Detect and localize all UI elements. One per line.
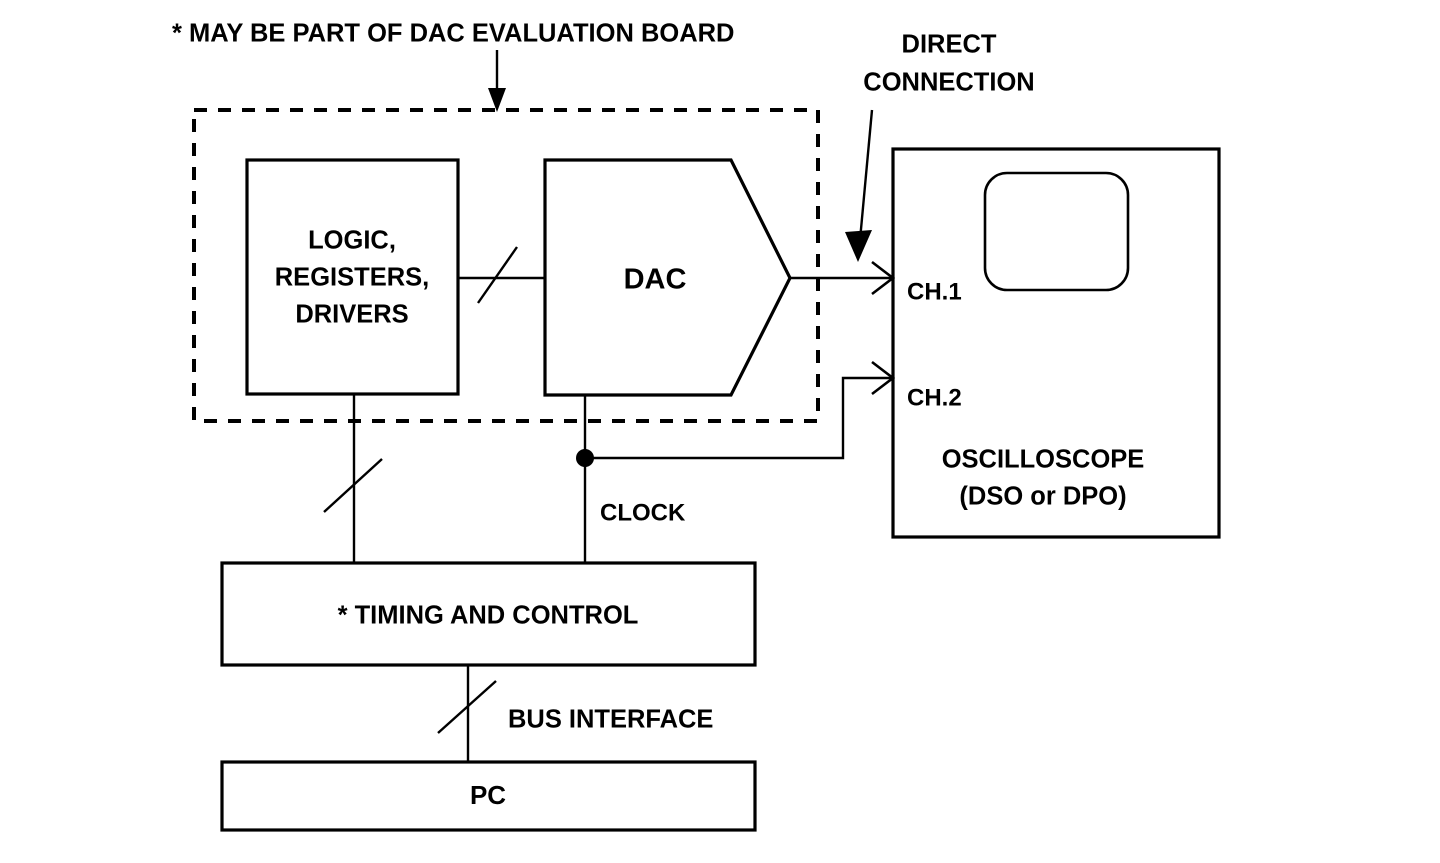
direct-connection-label-line1: DIRECT (902, 31, 997, 59)
logic-to-timing-bus-wire (323, 394, 383, 563)
direct-connection-pointer-arrow (845, 109, 874, 262)
timing-and-control-label: * TIMING AND CONTROL (338, 602, 639, 630)
bus-interface-label: BUS INTERFACE (508, 706, 713, 734)
timing-to-pc-bus-wire (437, 665, 497, 762)
pc-block-label: PC (470, 780, 506, 810)
logic-block-label-line2: REGISTERS, (275, 264, 429, 292)
eval-board-note-label: * MAY BE PART OF DAC EVALUATION BOARD (172, 20, 734, 48)
oscilloscope-channel-2-label: CH.2 (907, 384, 962, 411)
oscilloscope-name-line1: OSCILLOSCOPE (942, 446, 1145, 474)
eval-board-pointer-arrow (488, 50, 506, 112)
timing-and-control-block[interactable] (220, 561, 757, 667)
clock-wire-label: CLOCK (600, 499, 686, 526)
logic-registers-drivers-block[interactable] (245, 158, 460, 396)
direct-connection-label-line2: CONNECTION (863, 69, 1034, 97)
logic-block-label-line1: LOGIC, (308, 227, 396, 255)
clock-to-ch2-wire (585, 360, 896, 460)
logic-to-dac-bus-wire (458, 246, 545, 304)
dac-block-label: DAC (624, 264, 687, 296)
dac-evaluation-board-region (192, 108, 820, 423)
oscilloscope-screen (983, 171, 1130, 292)
oscilloscope-name-line2: (DSO or DPO) (959, 483, 1126, 511)
dac-to-ch1-wire (790, 260, 896, 296)
dac-block[interactable] (543, 158, 792, 397)
logic-block-label-line3: DRIVERS (295, 301, 408, 329)
pc-block[interactable] (220, 760, 757, 832)
oscilloscope-channel-1-label: CH.1 (907, 278, 962, 305)
